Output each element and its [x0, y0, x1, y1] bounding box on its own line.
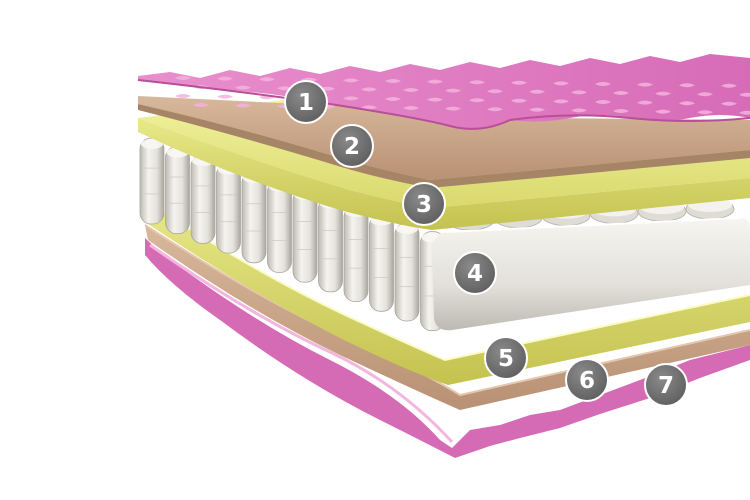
pocket-spring — [190, 154, 216, 244]
badge-2: 2 — [330, 124, 374, 168]
bottom-cover-highlight — [149, 243, 454, 444]
badge-6: 6 — [565, 358, 609, 402]
spring-block-foam-frame — [432, 218, 750, 331]
pocket-spring — [292, 188, 318, 283]
badge-7: 7 — [644, 363, 688, 407]
badge-4: 4 — [453, 251, 497, 295]
layer-1-top-cover — [137, 54, 750, 130]
badge-1: 1 — [284, 80, 328, 124]
bottom-cover-fabric — [145, 238, 750, 458]
pocket-spring — [343, 205, 369, 302]
spring-column-front — [139, 137, 445, 332]
badge-3: 3 — [402, 182, 446, 226]
pocket-spring — [139, 137, 165, 225]
badge-7-label: 7 — [658, 373, 674, 399]
top-cover-quilt-pattern — [175, 76, 750, 115]
badge-2-label: 2 — [344, 134, 360, 160]
badge-6-label: 6 — [579, 368, 595, 394]
top-foam-edge — [138, 118, 750, 230]
badge-5-label: 5 — [498, 346, 514, 372]
badge-3-label: 3 — [416, 192, 432, 218]
layer-7-bottom-cover — [145, 238, 750, 458]
pocket-spring — [216, 163, 241, 254]
pocket-spring — [318, 197, 343, 293]
badge-5: 5 — [484, 336, 528, 380]
pocket-spring — [165, 146, 190, 235]
pocket-spring — [369, 214, 394, 312]
top-cover-fabric — [138, 54, 750, 129]
pocket-spring — [267, 180, 292, 273]
top-felt-edge — [138, 104, 750, 188]
pocket-spring — [394, 222, 420, 322]
pocket-spring — [241, 171, 267, 264]
badge-1-label: 1 — [298, 90, 314, 116]
bottom-foam-pad — [145, 200, 750, 385]
badge-4-label: 4 — [467, 261, 483, 287]
